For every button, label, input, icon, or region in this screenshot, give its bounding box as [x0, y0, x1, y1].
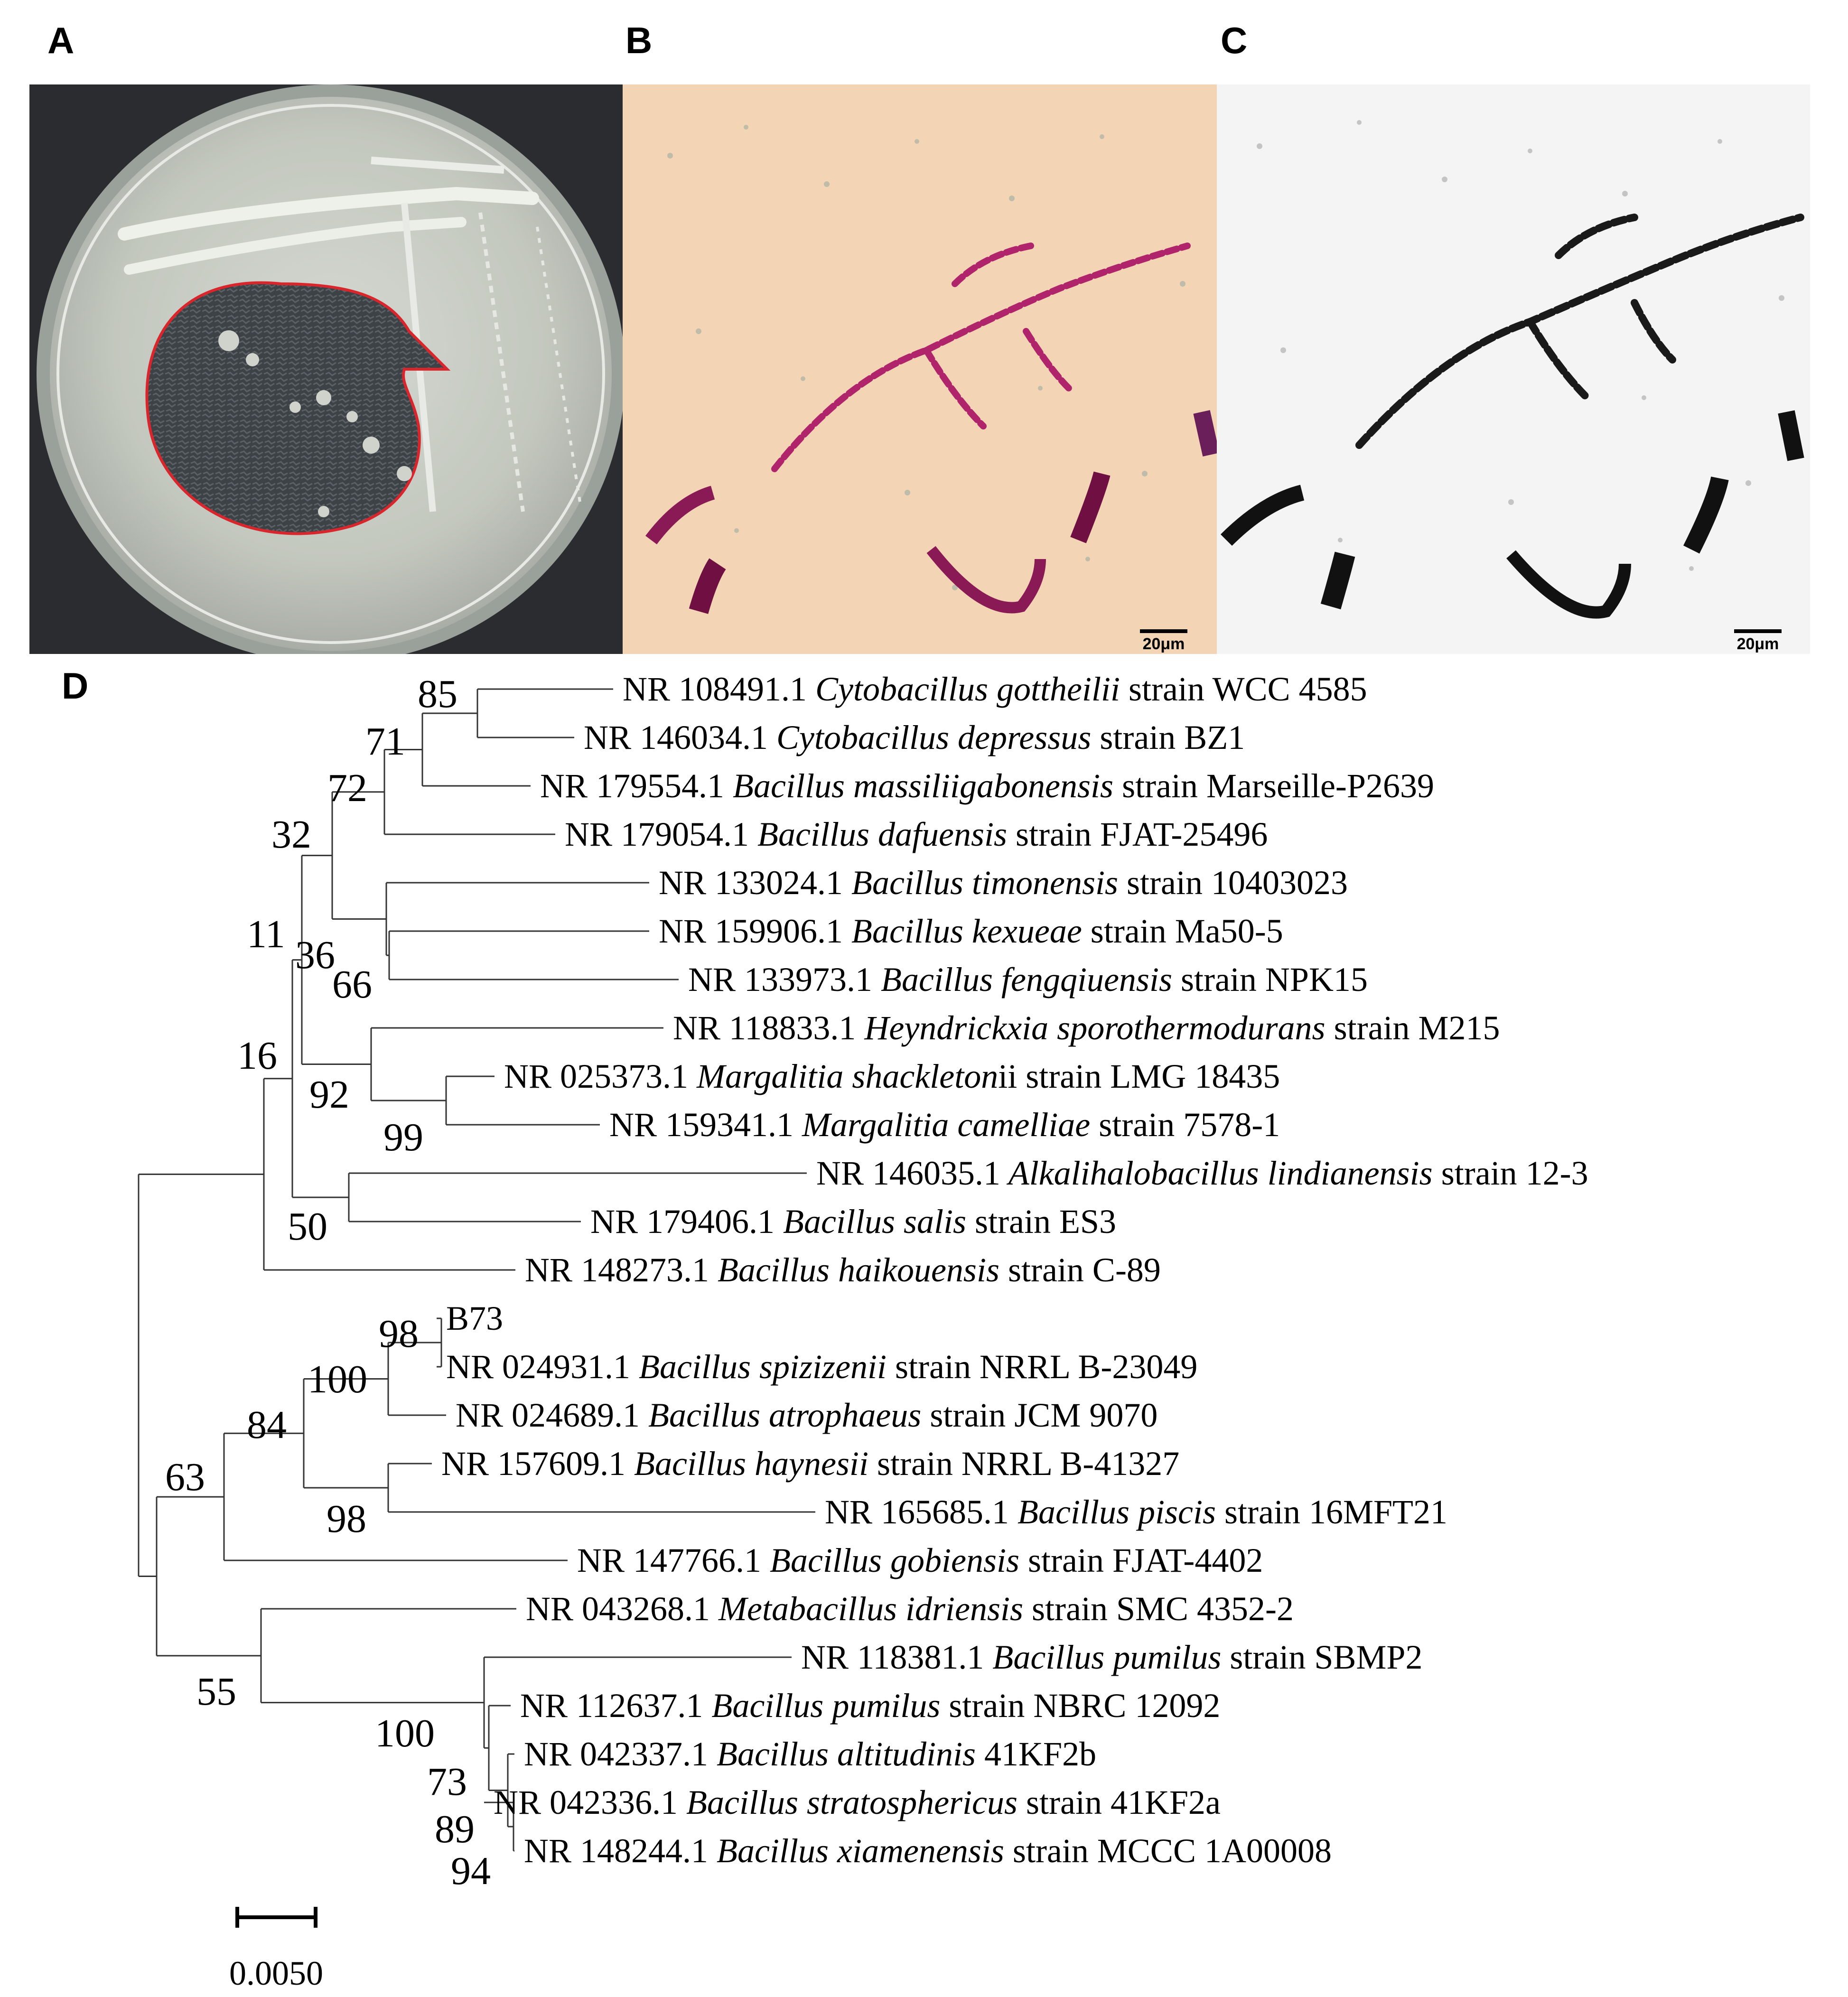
tree-branches — [138, 688, 815, 1852]
tree-tip-label: NR 133024.1 Bacillus timonensis strain 1… — [659, 864, 1348, 902]
bootstrap-value: 94 — [451, 1849, 491, 1893]
bootstrap-value: 99 — [383, 1115, 423, 1159]
bootstrap-value: 85 — [418, 672, 457, 716]
panel-label-b: B — [625, 19, 653, 61]
tree-tip-label: B73 — [446, 1299, 503, 1337]
tree-tip-label: NR 108491.1 Cytobacillus gottheilii stra… — [623, 670, 1367, 708]
panel-label-c: C — [1221, 19, 1248, 61]
agar-plate-photo — [29, 84, 623, 654]
tree-tip-label: NR 147766.1 Bacillus gobiensis strain FJ… — [577, 1541, 1263, 1579]
bootstrap-value: 98 — [379, 1312, 419, 1356]
gram-stain-micrograph: 20μm — [623, 84, 1217, 654]
tree-tip-label: NR 025373.1 Margalitia shackletonii stra… — [504, 1057, 1280, 1095]
bootstrap-value: 50 — [288, 1204, 327, 1249]
bootstrap-value: 71 — [365, 719, 405, 764]
bootstrap-value: 11 — [247, 912, 285, 956]
micrograph-c-scale-label: 20μm — [1737, 635, 1779, 653]
tree-tip-label: NR 024689.1 Bacillus atrophaeus strain J… — [456, 1396, 1157, 1434]
tree-tip-label: NR 043268.1 Metabacillus idriensis strai… — [526, 1590, 1294, 1628]
tree-tip-label: NR 133973.1 Bacillus fengqiuensis strain… — [688, 961, 1368, 998]
gram-stain-drawing: 20μm — [645, 125, 1217, 653]
bootstrap-value: 73 — [427, 1760, 467, 1804]
tree-tip-label: NR 118833.1 Heyndrickxia sporothermodura… — [673, 1009, 1500, 1047]
tree-tip-label: NR 165685.1 Bacillus piscis strain 16MFT… — [825, 1493, 1447, 1531]
tree-scale-label: 0.0050 — [229, 1954, 323, 1992]
tree-tip-label: NR 148273.1 Bacillus haikouensis strain … — [525, 1251, 1161, 1289]
bootstrap-value: 100 — [375, 1711, 435, 1755]
bootstrap-value: 55 — [196, 1670, 236, 1714]
tree-tip-label: NR 157609.1 Bacillus haynesii strain NRR… — [441, 1445, 1179, 1483]
bootstrap-value: 84 — [247, 1403, 287, 1447]
tree-tip-label: NR 159906.1 Bacillus kexueae strain Ma50… — [659, 912, 1283, 950]
tree-tip-label: NR 179054.1 Bacillus dafuensis strain FJ… — [565, 815, 1268, 853]
bootstrap-value: 98 — [327, 1497, 366, 1541]
bootstrap-value: 89 — [435, 1807, 475, 1851]
micrograph-b-scale-label: 20μm — [1143, 635, 1185, 653]
tree-tip-label: NR 112637.1 Bacillus pumilus strain NBRC… — [520, 1687, 1220, 1725]
tree-tip-label: NR 146035.1 Alkalihalobacillus lindianen… — [816, 1154, 1588, 1192]
bootstrap-value: 16 — [237, 1034, 277, 1078]
tree-tip-label: NR 159341.1 Margalitia camelliae strain … — [609, 1106, 1280, 1144]
tree-tip-label: NR 179554.1 Bacillus massiliigabonensis … — [540, 767, 1434, 805]
tree-tip-label: NR 024931.1 Bacillus spizizenii strain N… — [446, 1348, 1197, 1386]
bootstrap-value: 100 — [308, 1357, 367, 1401]
bootstrap-value: 63 — [165, 1455, 205, 1499]
bootstrap-value: 66 — [332, 962, 372, 1007]
tree-tip-label: NR 042336.1 Bacillus stratosphericus str… — [494, 1783, 1221, 1821]
panel-label-a: A — [47, 19, 75, 61]
tree-tip-label: NR 042337.1 Bacillus altitudinis 41KF2b — [524, 1735, 1096, 1773]
tree-tip-label: NR 148244.1 Bacillus xiamenensis strain … — [524, 1832, 1332, 1870]
agar-plate-drawing — [37, 84, 623, 654]
tree-tip-label: NR 179406.1 Bacillus salis strain ES3 — [590, 1203, 1116, 1241]
bootstrap-value: 32 — [271, 812, 311, 857]
tree-tip-label: NR 118381.1 Bacillus pumilus strain SBMP… — [801, 1638, 1422, 1676]
bootstrap-value: 92 — [309, 1073, 349, 1117]
grayscale-drawing: 20μm — [1220, 120, 1804, 653]
bootstrap-value: 36 — [295, 933, 335, 977]
tree-tip-label: NR 146034.1 Cytobacillus depressus strai… — [584, 719, 1245, 756]
grayscale-micrograph: 20μm — [1217, 84, 1810, 654]
tree-scale-bar: 0.0050 — [229, 1907, 323, 1992]
panel-label-d: D — [62, 665, 89, 707]
bootstrap-value: 72 — [327, 766, 367, 810]
tree-tip-labels: NR 108491.1 Cytobacillus gottheilii stra… — [441, 670, 1588, 1870]
